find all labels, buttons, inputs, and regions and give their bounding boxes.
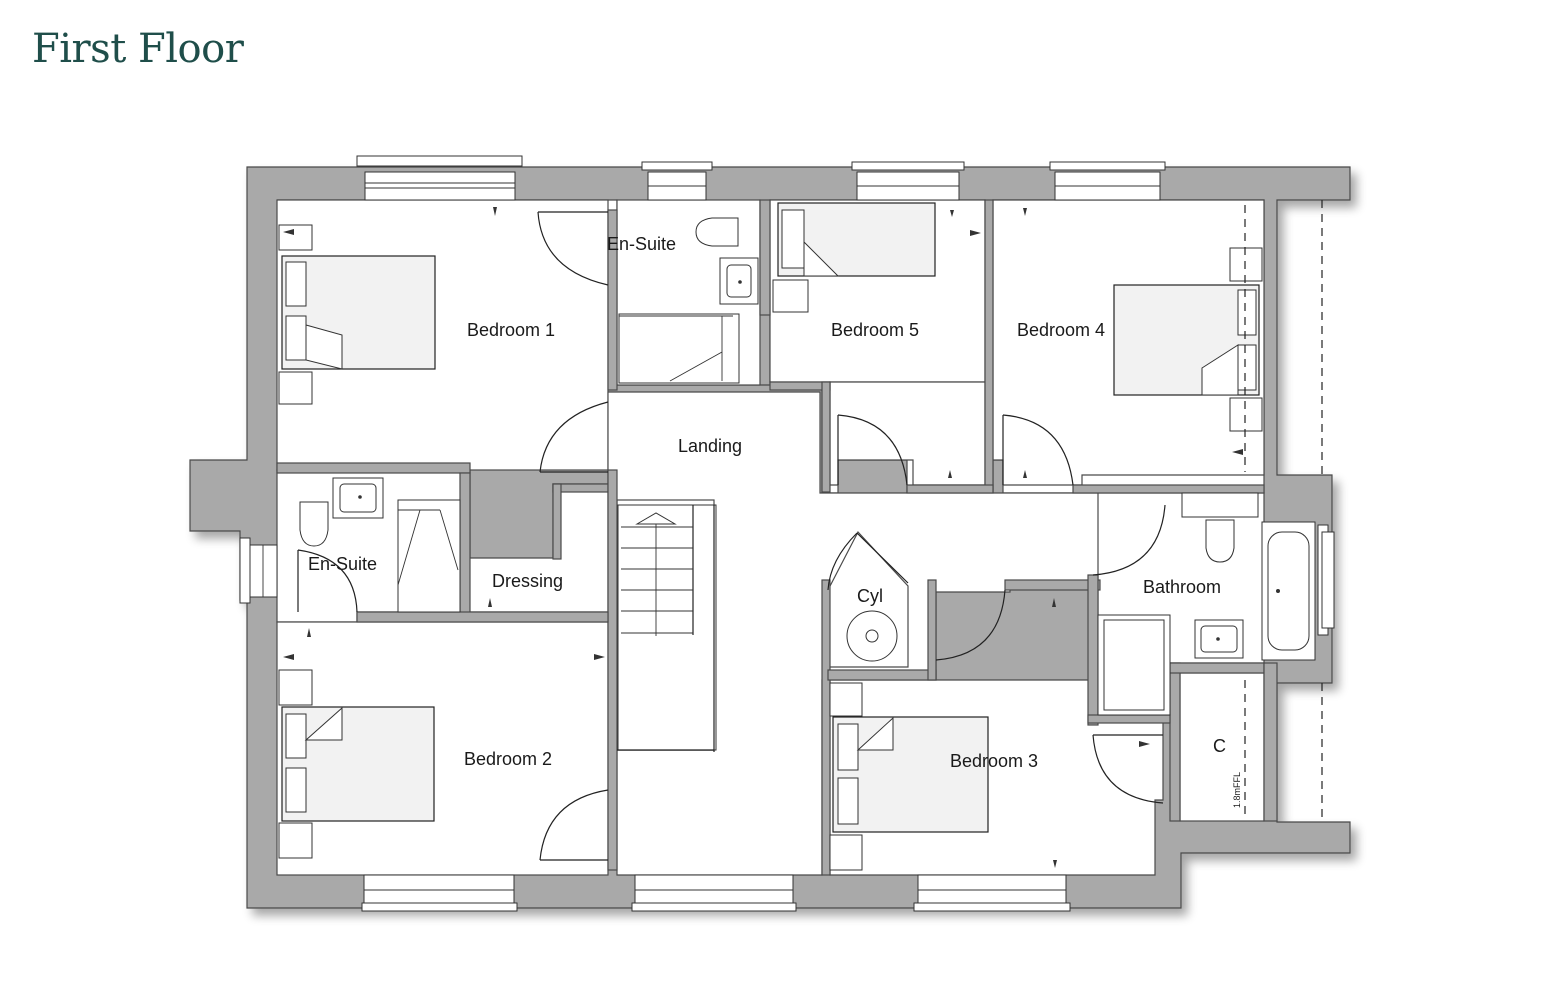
window-icon [239,537,278,604]
beds [278,202,1263,871]
room-label-bathroom: Bathroom [1143,577,1221,597]
room-label-bedroom-3: Bedroom 3 [950,751,1038,771]
bed-icon [829,682,989,871]
shower-icon [1097,614,1171,716]
room-label-bedroom-1: Bedroom 1 [467,320,555,340]
shower-icon [618,313,740,384]
height-note: 1.8mFFL [1232,772,1242,808]
window-icon [1317,524,1335,636]
door-swing-icon [539,401,609,473]
page-title: First Floor [32,26,244,72]
door-swing-icon [837,414,908,486]
basin-icon [1194,619,1244,659]
staircase-icon [617,504,717,752]
door-swing-icon [1002,414,1074,486]
room-label-cupboard: C [1213,736,1226,756]
sanitaryware [299,217,1316,716]
bath-icon [1261,521,1316,661]
toilet-icon [299,501,329,547]
window-icon [851,161,965,201]
room-label-bedroom-5: Bedroom 5 [831,320,919,340]
bed-icon [278,224,436,405]
room-label-dressing: Dressing [492,571,563,591]
radiator-markers [283,207,1243,868]
room-label-bedroom-4: Bedroom 4 [1017,320,1105,340]
room-label-ensuite-2: En-Suite [308,554,377,574]
cylinder-icon [846,610,898,662]
bed-icon [772,202,936,313]
door-swing-icon [297,549,358,613]
door-swing-icon [539,789,609,861]
doors [297,211,1166,861]
window-icon [361,874,518,912]
window-icon [631,874,797,912]
room-label-cyl: Cyl [857,586,883,606]
room-label-landing: Landing [678,436,742,456]
door-swing-icon [1092,734,1164,804]
window-icon [913,874,1071,912]
toilet-icon [695,217,739,247]
door-swing-icon [827,532,909,591]
bed-icon [1113,247,1263,432]
door-swing-icon [1092,504,1166,576]
window-icon [356,155,523,201]
windows [239,155,1335,912]
floor-cupboard [1179,672,1265,822]
window-icon [641,161,713,201]
door-swing-icon [537,211,609,286]
radiator-icon [1181,492,1259,518]
basin-icon [332,477,384,519]
room-label-bedroom-2: Bedroom 2 [464,749,552,769]
shower-icon [397,499,461,613]
bed-icon [278,669,435,859]
interior-walls [276,199,1278,876]
restricted-height-lines [1244,200,1323,822]
toilet-icon [1205,519,1235,563]
window-icon [1049,161,1166,201]
door-swing-icon [935,589,1006,661]
room-labels: Bedroom 1 En-Suite Bedroom 5 Bedroom 4 L… [308,234,1242,808]
basin-icon [719,257,759,305]
room-label-ensuite-1: En-Suite [607,234,676,254]
